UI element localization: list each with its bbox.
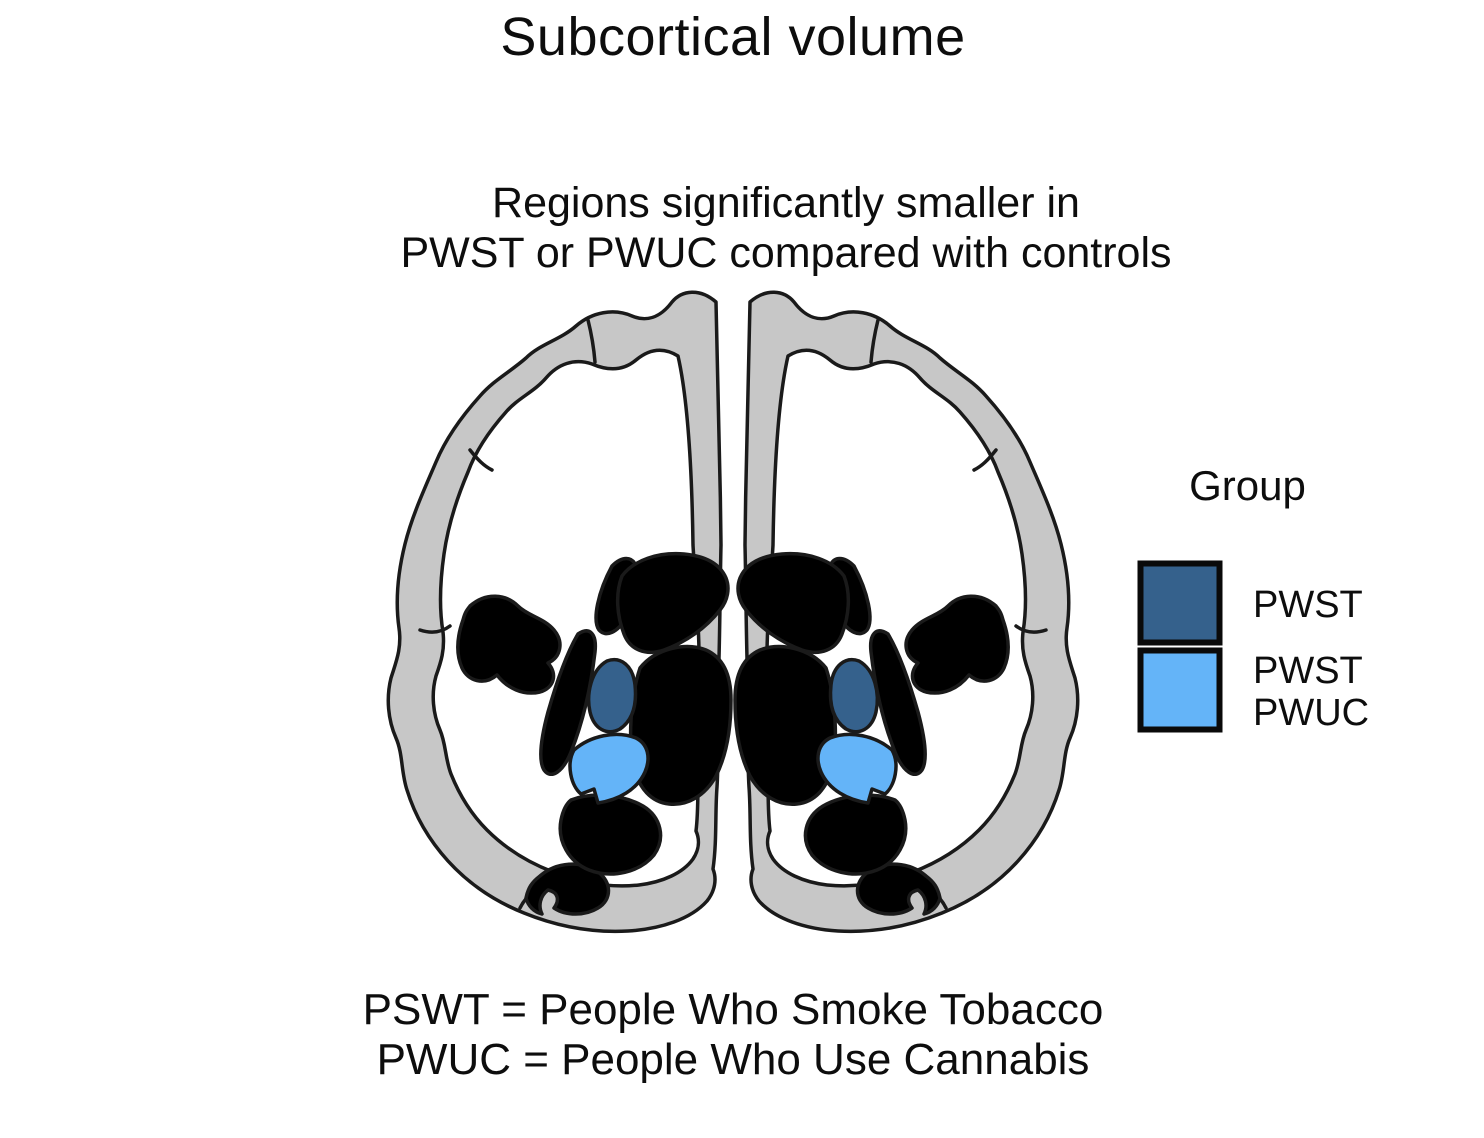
legend-title: Group	[1189, 462, 1306, 509]
footnote: PSWT = People Who Smoke Tobacco PWUC = P…	[0, 985, 1466, 1085]
figure-subtitle-line1: Regions significantly smaller in	[492, 179, 1080, 227]
figure-subtitle: Regions significantly smaller in PWST or…	[86, 178, 1484, 278]
legend-label-pwst-pwuc-line2: PWUC	[1253, 692, 1370, 734]
legend-swatches	[1137, 560, 1223, 733]
left-hemisphere	[386, 290, 733, 934]
legend-swatch-pwst	[1137, 560, 1223, 646]
legend-label-pwst: PWST	[1253, 584, 1363, 626]
right-hemisphere	[733, 290, 1080, 934]
footnote-line1: PSWT = People Who Smoke Tobacco	[362, 985, 1104, 1034]
figure-subtitle-line2: PWST or PWUC compared with controls	[400, 229, 1172, 277]
footnote-line2: PWUC = People Who Use Cannabis	[376, 1035, 1090, 1084]
page-title: Subcortical volume	[500, 7, 966, 67]
legend-swatch-pwst-pwuc	[1137, 647, 1223, 733]
legend-label-pwst-pwuc: PWST PWUC	[1253, 650, 1369, 734]
legend-label-pwst-pwuc-line1: PWST	[1253, 650, 1363, 692]
